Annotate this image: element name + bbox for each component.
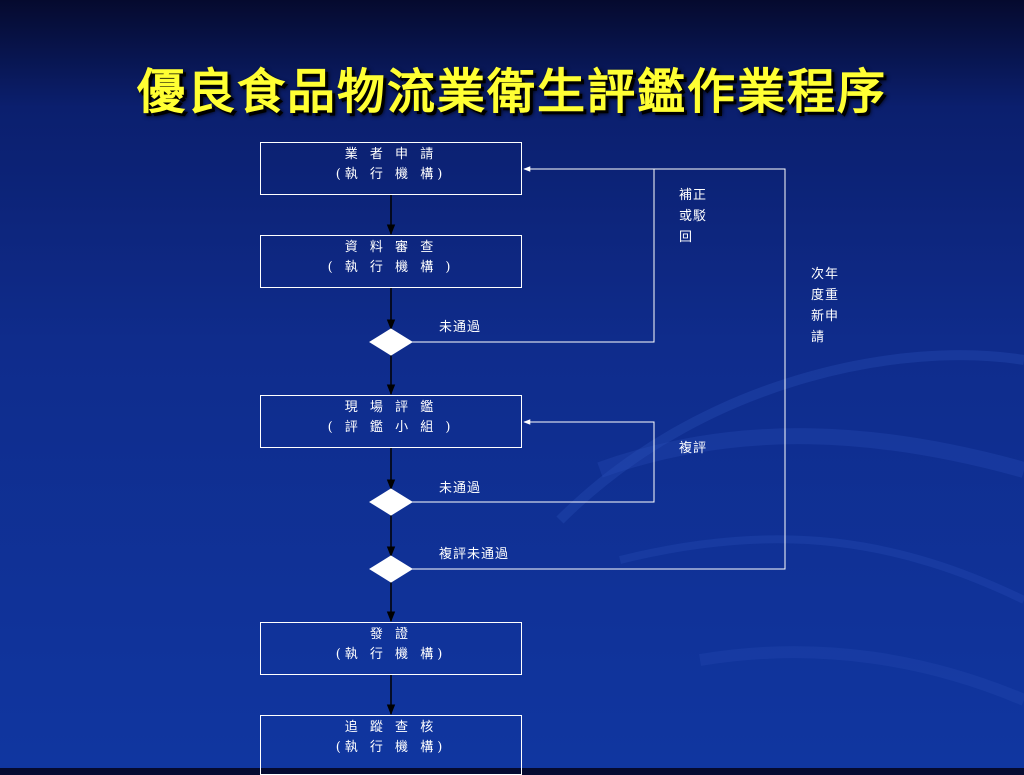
step-certification: 發 證 (執 行 機 構) [260, 622, 522, 675]
decision-diamond-reinspection [369, 555, 413, 583]
step-onsite-inspection: 現 場 評 鑑 ( 評 鑑 小 組 ) [260, 395, 522, 448]
loop-correct-or-reject [412, 166, 655, 343]
step-document-review: 資 料 審 查 ( 執 行 機 構 ) [260, 235, 522, 288]
label-review-fail: 未通過 [439, 320, 482, 335]
step-certification-name: 發 證 [369, 627, 413, 642]
label-reapply-next-year: 次年 度重 新申 請 [811, 267, 840, 345]
loop-reapply-next-year [412, 168, 786, 570]
step-onsite-inspection-org: ( 評 鑑 小 組 ) [327, 420, 455, 435]
step-application-org: (執 行 機 構) [335, 167, 447, 182]
step-application: 業 者 申 請 (執 行 機 構) [260, 142, 522, 195]
loop-reinspection [412, 419, 655, 503]
page-title: 優良食品物流業衛生評鑑作業程序 [136, 64, 887, 120]
label-correct-or-reject: 補正 或駁 回 [679, 188, 708, 245]
step-tracking-audit-name: 追 蹤 查 核 [344, 720, 438, 735]
label-reinspection-fail: 複評未通過 [439, 547, 510, 562]
decision-diamond-inspection [369, 488, 413, 516]
label-inspection-fail: 未通過 [439, 481, 482, 496]
step-application-name: 業 者 申 請 [344, 147, 438, 162]
step-tracking-audit-org: (執 行 機 構) [335, 740, 447, 755]
step-certification-org: (執 行 機 構) [335, 647, 447, 662]
step-document-review-name: 資 料 審 查 [344, 240, 438, 255]
label-reinspection: 複評 [679, 441, 708, 456]
decision-diamond-review [369, 328, 413, 356]
step-document-review-org: ( 執 行 機 構 ) [327, 260, 455, 275]
step-tracking-audit: 追 蹤 查 核 (執 行 機 構) [260, 715, 522, 775]
step-onsite-inspection-name: 現 場 評 鑑 [344, 400, 438, 415]
